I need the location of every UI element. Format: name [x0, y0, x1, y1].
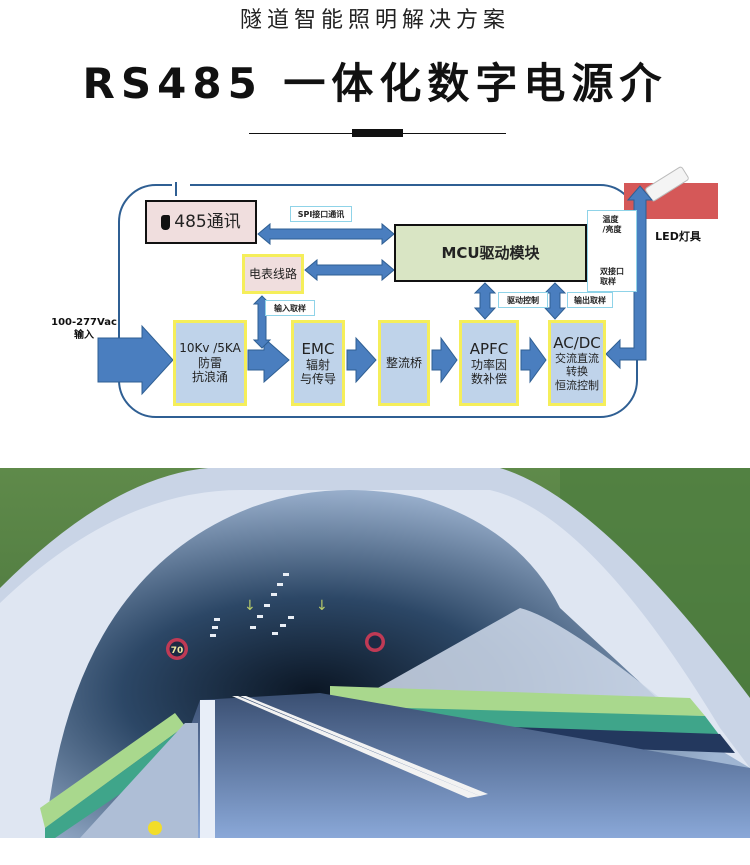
input-sample-tag: 输入取样: [265, 300, 315, 316]
apfc-line-2: 功率因: [470, 357, 507, 372]
emc-line-1: EMC: [301, 339, 335, 358]
flow-arrow-icon: [247, 336, 290, 384]
speed-limit-sign: 70: [171, 646, 184, 656]
sensor-brightness-label: /亮度: [602, 225, 622, 234]
mcu-driver-box: MCU驱动模块: [394, 224, 587, 282]
surge-line-3: 抗浪涌: [191, 370, 228, 385]
meter-circuit-label: 电表线路: [248, 266, 297, 281]
rectifier-bridge-box: 整流桥: [378, 320, 430, 406]
sensor-temp-label: 温度: [602, 215, 619, 224]
apfc-line-3: 数补偿: [470, 372, 507, 386]
phone-icon: [161, 214, 171, 230]
title-divider-bar: [352, 129, 403, 137]
sensor-dual-label: 双接口: [600, 267, 624, 276]
sensor-sample-label: 取样: [600, 277, 616, 286]
power-supply-block-diagram: 485通讯 电表线路 MCU驱动模块 10Kv /5KA 防雷 抗浪涌 EMC …: [0, 165, 750, 430]
lane-arrow-icon: ↓: [244, 598, 256, 614]
apfc-box: APFC 功率因 数补偿: [459, 320, 519, 406]
acdc-line-2: 交流直流: [555, 352, 599, 366]
double-arrow-icon: [473, 282, 497, 320]
page-title: RS485 一体化数字电源介: [82, 59, 668, 108]
tunnel-illustration: 70 ↓ ↓: [0, 468, 750, 838]
diagram-arrows: [97, 185, 654, 396]
meter-circuit-box: 电表线路: [242, 254, 304, 294]
double-arrow-icon: [543, 282, 567, 320]
led-fixture-label: LED灯具: [655, 230, 701, 243]
rs485-comm-box: 485通讯: [145, 200, 257, 244]
output-sample-tag: 输出取样: [567, 292, 613, 308]
bridge-line-1: 整流桥: [385, 355, 422, 370]
flow-arrow-icon: [346, 336, 377, 384]
page-subtitle: 隧道智能照明解决方案: [239, 8, 510, 33]
input-arrow-icon: [97, 324, 174, 396]
double-arrow-icon: [257, 222, 395, 246]
flow-arrow-icon: [520, 336, 547, 384]
acdc-box: AC/DC 交流直流 转换 恒流控制: [548, 320, 606, 406]
ac-input-label: 100-277Vac 输入: [48, 316, 120, 342]
apfc-line-1: APFC: [469, 339, 509, 358]
rs485-comm-label: 485通讯: [174, 211, 241, 232]
lane-arrow-icon: ↓: [316, 598, 328, 614]
emc-line-3: 与传导: [299, 372, 336, 386]
tunnel-photo: 70 ↓ ↓: [0, 468, 750, 838]
drive-control-tag: 驱动控制: [498, 292, 548, 308]
surge-line-1: 10Kv /5KA: [179, 341, 241, 356]
sensor-interface-tag: 温度 /亮度 双接口 取样: [587, 210, 637, 292]
mcu-driver-label: MCU驱动模块: [441, 244, 540, 262]
led-feedback-arrow-icon: [605, 185, 654, 370]
emc-box: EMC 辐射 与传导: [291, 320, 345, 406]
acdc-line-3: 转换: [566, 365, 588, 379]
acdc-line-1: AC/DC: [553, 334, 601, 353]
ac-input-text: 输入: [74, 330, 94, 341]
acdc-line-4: 恒流控制: [555, 378, 599, 392]
surge-protection-box: 10Kv /5KA 防雷 抗浪涌: [173, 320, 247, 406]
frame-tick: [175, 182, 177, 196]
flow-arrow-icon: [431, 336, 458, 384]
surge-line-2: 防雷: [197, 355, 222, 370]
emc-line-2: 辐射: [305, 357, 330, 372]
frame-gap: [172, 182, 190, 188]
double-arrow-icon: [304, 258, 395, 282]
spi-tag: SPI接口通讯: [290, 206, 352, 222]
ac-input-voltage: 100-277Vac: [51, 317, 117, 328]
